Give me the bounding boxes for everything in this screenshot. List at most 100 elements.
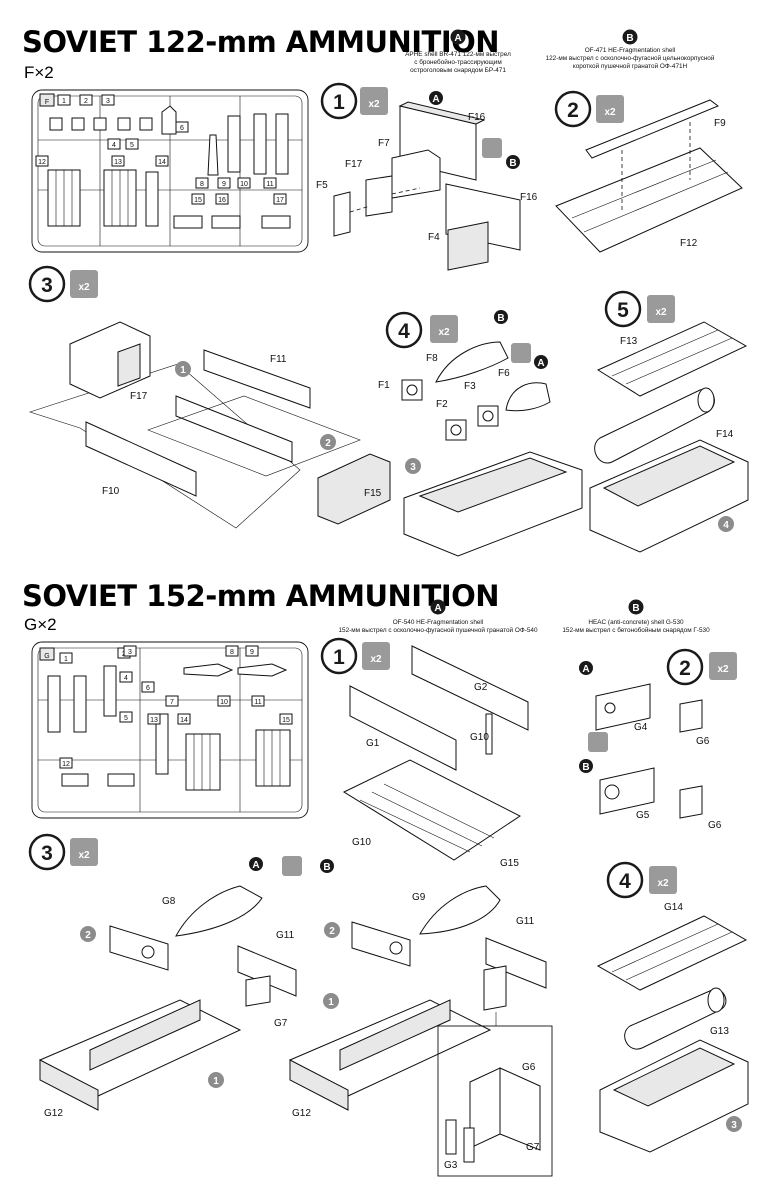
svg-text:10: 10 [240,181,248,188]
svg-text:F1: F1 [378,380,390,391]
svg-text:2: 2 [329,926,335,937]
step-1-152: 1 x2 G2 G1 G10 G10 G15 [320,637,529,869]
svg-text:8: 8 [230,649,234,656]
svg-text:5: 5 [617,299,629,322]
svg-text:F12: F12 [680,238,698,249]
svg-text:F10: F10 [102,486,120,497]
svg-text:2: 2 [84,98,88,105]
svg-text:1: 1 [62,98,66,105]
svg-text:1: 1 [213,1076,219,1087]
svg-text:13: 13 [150,717,158,724]
svg-text:F3: F3 [464,381,476,392]
svg-text:G8: G8 [162,896,176,907]
svg-text:3: 3 [731,1120,737,1131]
svg-text:9: 9 [250,649,254,656]
svg-text:x2: x2 [370,654,382,665]
section-title-122: SOVIET 122-mm AMMUNITION [22,25,499,59]
svg-text:G14: G14 [664,902,683,913]
svg-text:G1: G1 [366,738,380,749]
svg-text:3: 3 [106,98,110,105]
svg-text:5: 5 [130,142,134,149]
svg-text:B: B [626,33,633,44]
svg-text:HEAC (anti-concrete) shell G-5: HEAC (anti-concrete) shell G-530 [588,619,684,626]
step-3-122: 3 x2 1 2 F11 F17 F10 F15 [28,265,391,529]
step-5-122: 5 x2 4 F13 F14 [589,290,749,553]
svg-text:G11: G11 [276,930,295,941]
step-4-152: 4 x2 3 G14 G13 [596,861,749,1153]
swap-icon [588,732,608,752]
svg-text:x2: x2 [657,878,669,889]
svg-text:с бронебойно-трассирующим: с бронебойно-трассирующим [414,58,501,66]
svg-text:2: 2 [679,657,691,680]
svg-text:7: 7 [170,699,174,706]
svg-text:G6: G6 [522,1062,536,1073]
svg-text:F: F [45,99,49,106]
swap-icon [482,138,502,158]
svg-text:G13: G13 [710,1026,729,1037]
svg-text:2: 2 [85,930,91,941]
svg-text:A: A [537,358,544,369]
svg-text:F2: F2 [436,399,448,410]
svg-text:2: 2 [567,99,579,122]
svg-text:x2: x2 [368,99,380,110]
sprue-count-f: F×2 [24,63,54,82]
svg-text:4: 4 [112,142,116,149]
sprue-count-g: G×2 [24,615,57,634]
step-3-152: 3 x2 A B 2 1 G8 G11 G7 G12 2 1 G9 G11 G1… [28,833,553,1177]
svg-text:F15: F15 [364,488,382,499]
svg-text:x2: x2 [438,327,450,338]
svg-text:17: 17 [276,197,284,204]
svg-text:1: 1 [180,365,186,376]
svg-text:G9: G9 [412,892,426,903]
svg-text:OF-540 HE-Fragmentation shell: OF-540 HE-Fragmentation shell [393,619,484,626]
svg-text:4: 4 [619,870,631,893]
svg-text:A: A [454,33,461,44]
svg-text:12: 12 [62,761,70,768]
svg-text:G10: G10 [470,732,489,743]
svg-text:G5: G5 [636,810,650,821]
svg-text:G6: G6 [708,820,722,831]
svg-text:G4: G4 [634,722,648,733]
variant-b-caption-122: B OF-471 HE-Fragmentation shell 122-мм в… [546,29,715,70]
svg-text:короткой пушечной гранатой ОФ-: короткой пушечной гранатой ОФ-471Н [573,62,688,70]
svg-text:G12: G12 [292,1108,311,1119]
svg-text:G2: G2 [474,682,488,693]
svg-text:G7: G7 [274,1018,288,1029]
svg-text:остроголовым снарядом БР-471: остроголовым снарядом БР-471 [410,67,506,74]
svg-text:B: B [497,313,504,324]
svg-text:14: 14 [180,717,188,724]
svg-text:x2: x2 [655,307,667,318]
svg-text:6: 6 [146,685,150,692]
svg-text:F11: F11 [270,354,287,365]
svg-text:1: 1 [64,656,68,663]
svg-text:12: 12 [38,159,46,166]
variant-a-caption-122: A APHE shell BR-471 122-мм выстрел с бро… [405,29,511,74]
svg-text:2: 2 [325,438,331,449]
svg-text:11: 11 [254,699,261,706]
svg-text:B: B [323,862,330,873]
svg-text:5: 5 [124,715,128,722]
svg-text:A: A [582,664,589,675]
svg-text:x2: x2 [78,282,90,293]
svg-text:1: 1 [333,91,345,114]
svg-text:3: 3 [410,462,416,473]
svg-text:F9: F9 [714,118,726,129]
svg-text:G12: G12 [44,1108,63,1119]
svg-text:6: 6 [180,125,184,132]
svg-text:F16: F16 [520,192,538,203]
step-4-122: 4 x2 B A 3 F8 F1 F2 F3 F6 [378,310,583,557]
svg-text:A: A [252,860,259,871]
svg-text:F17: F17 [345,159,363,170]
step-2-122: 2 x2 F9 F12 [554,90,743,253]
section-title-152: SOVIET 152-mm AMMUNITION [22,579,499,613]
svg-text:G10: G10 [352,837,371,848]
svg-text:3: 3 [41,842,53,865]
svg-text:B: B [509,158,516,169]
step-1-122: 1 x2 A B F16 F7 F17 F5 F16 F4 [316,82,538,271]
svg-text:F13: F13 [620,336,638,347]
svg-text:F16: F16 [468,112,486,123]
svg-text:A: A [434,603,441,614]
svg-text:8: 8 [200,181,204,188]
variant-a-caption-152: A OF-540 HE-Fragmentation shell 152-мм в… [338,599,538,634]
